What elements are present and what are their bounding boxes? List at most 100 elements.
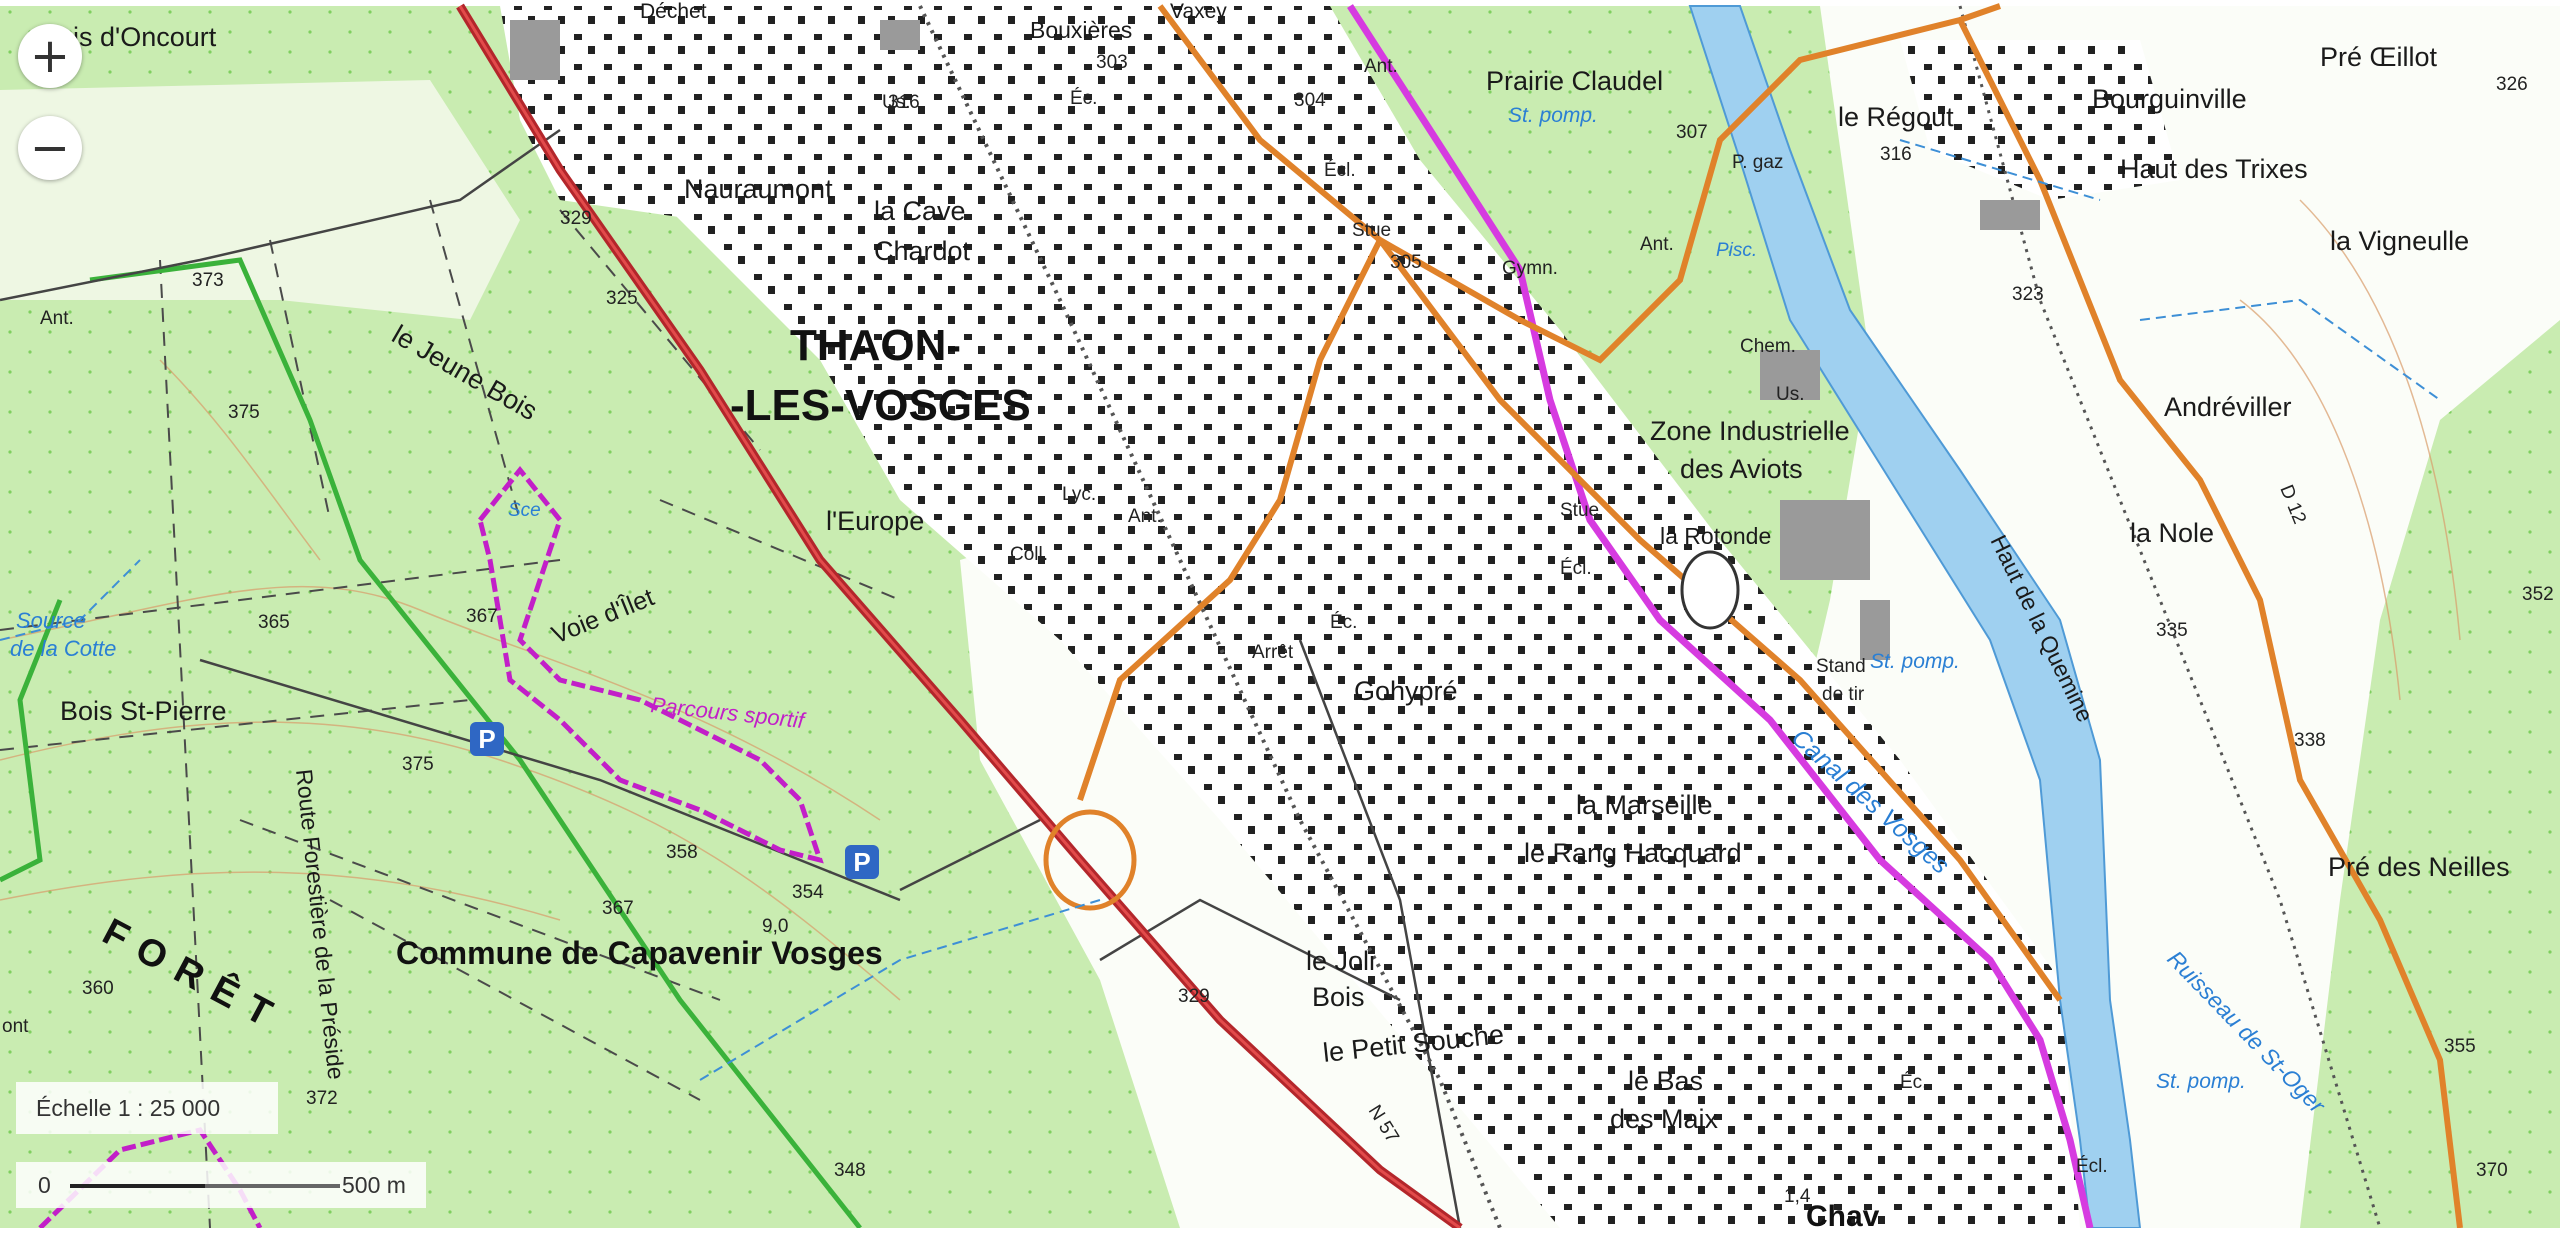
svg-text:304: 304 bbox=[1294, 90, 1326, 111]
svg-text:la Vigneulle: la Vigneulle bbox=[2330, 226, 2469, 256]
svg-text:Éc.: Éc. bbox=[1070, 88, 1097, 109]
svg-text:Pré Œillot: Pré Œillot bbox=[2320, 42, 2438, 72]
canal-des-vosges[interactable] bbox=[1347, 4, 2094, 1229]
urban-area-thaon[interactable] bbox=[560, 6, 2080, 1228]
scale-bar-line bbox=[70, 1184, 340, 1188]
svg-text:Nauraumont: Nauraumont bbox=[684, 174, 833, 204]
svg-text:355: 355 bbox=[2444, 1036, 2476, 1057]
scale-ratio-label: Échelle 1 : 25 000 bbox=[36, 1094, 221, 1121]
svg-text:Arrêt: Arrêt bbox=[1252, 642, 1294, 663]
local-roads[interactable] bbox=[0, 128, 1462, 1229]
scale-bar-end: 500 m bbox=[342, 1172, 406, 1198]
svg-text:325: 325 bbox=[606, 288, 638, 309]
svg-text:335: 335 bbox=[2156, 620, 2188, 641]
parking-marker-1[interactable]: P bbox=[470, 722, 504, 756]
svg-text:St. pomp.: St. pomp. bbox=[2156, 1070, 2246, 1093]
open-field-west bbox=[0, 80, 520, 320]
zoom-in-button[interactable]: + bbox=[18, 24, 82, 88]
svg-text:338: 338 bbox=[2294, 730, 2326, 751]
scale-ratio: Échelle 1 : 25 000 bbox=[16, 1082, 278, 1134]
svg-text:307: 307 bbox=[1676, 122, 1708, 143]
svg-text:des Aviots: des Aviots bbox=[1680, 454, 1803, 484]
svg-text:316: 316 bbox=[888, 92, 920, 113]
interchange[interactable] bbox=[1043, 809, 1137, 911]
svg-text:Bouxières: Bouxières bbox=[1030, 17, 1132, 43]
svg-text:le Bas: le Bas bbox=[1628, 1066, 1703, 1096]
svg-text:Sce: Sce bbox=[508, 500, 541, 521]
svg-text:P: P bbox=[853, 847, 870, 877]
svg-text:P. gaz: P. gaz bbox=[1732, 152, 1783, 173]
svg-text:367: 367 bbox=[466, 606, 498, 627]
svg-text:367: 367 bbox=[602, 898, 634, 919]
svg-text:Écl.: Écl. bbox=[2076, 1156, 2108, 1177]
town-label-line1: THAON- bbox=[790, 321, 961, 370]
map-bottom-band bbox=[0, 1228, 2560, 1238]
svg-text:Zone Industrielle: Zone Industrielle bbox=[1650, 416, 1850, 446]
svg-text:Lyc.: Lyc. bbox=[1062, 484, 1096, 505]
svg-text:le Régout: le Régout bbox=[1838, 102, 1954, 132]
scale-bar-start: 0 bbox=[38, 1172, 51, 1198]
svg-text:370: 370 bbox=[2476, 1160, 2508, 1181]
svg-text:1,4: 1,4 bbox=[1784, 1186, 1811, 1207]
svg-text:375: 375 bbox=[402, 754, 434, 775]
svg-text:P: P bbox=[478, 724, 495, 754]
svg-text:Éc.: Éc. bbox=[1900, 1072, 1927, 1093]
abbreviation-labels: Us. Us. Éc. Éc. Éc. Écl. Écl. Écl. Lyc. … bbox=[2, 56, 2310, 1207]
svg-text:de la Cotte: de la Cotte bbox=[10, 636, 116, 661]
svg-text:Us.: Us. bbox=[882, 92, 911, 113]
streams bbox=[0, 139, 2441, 1081]
stadium[interactable] bbox=[1680, 550, 1740, 630]
svg-text:le Rang Hacquard: le Rang Hacquard bbox=[1524, 838, 1742, 868]
svg-text:Écl.: Écl. bbox=[1560, 558, 1592, 579]
svg-text:365: 365 bbox=[258, 612, 290, 633]
svg-text:360: 360 bbox=[82, 978, 114, 999]
svg-text:Ant.: Ant. bbox=[1128, 506, 1162, 527]
parking-marker-2[interactable]: P bbox=[845, 845, 879, 879]
contour-lines bbox=[0, 199, 2461, 1001]
svg-text:Déchet: Déchet bbox=[640, 0, 707, 23]
plus-icon: + bbox=[29, 28, 71, 84]
svg-text:des Maix: des Maix bbox=[1610, 1104, 1719, 1134]
svg-text:St. pomp.: St. pomp. bbox=[1870, 650, 1960, 673]
svg-text:Stand: Stand bbox=[1816, 656, 1866, 677]
town-label-line2: -LES-VOSGES bbox=[730, 381, 1031, 430]
parcours-sportif-trail[interactable] bbox=[477, 465, 824, 864]
svg-text:la Rotonde: la Rotonde bbox=[1660, 523, 1771, 549]
zoom-out-button[interactable]: − bbox=[18, 116, 82, 180]
forest-parcel-lines bbox=[0, 199, 901, 1229]
urban-area-west[interactable] bbox=[500, 6, 760, 220]
svg-text:l'Europe: l'Europe bbox=[826, 506, 924, 536]
svg-text:le Joli: le Joli bbox=[1306, 946, 1375, 976]
svg-text:Pré des Neilles: Pré des Neilles bbox=[2328, 852, 2510, 882]
svg-text:Stue: Stue bbox=[1352, 220, 1391, 241]
svg-text:Chav: Chav bbox=[1806, 1200, 1880, 1233]
svg-text:316: 316 bbox=[1880, 144, 1912, 165]
industrial-buildings[interactable] bbox=[510, 20, 2040, 660]
svg-text:Chardot: Chardot bbox=[874, 236, 971, 266]
svg-text:Source: Source bbox=[16, 608, 86, 633]
svg-text:354: 354 bbox=[792, 882, 824, 903]
commune-label: Commune de Capavenir Vosges bbox=[396, 935, 883, 971]
svg-text:la Nole: la Nole bbox=[2130, 518, 2214, 548]
scale-bar: 0 500 m bbox=[16, 1162, 426, 1208]
svg-text:329: 329 bbox=[560, 208, 592, 229]
highway-n57-casing bbox=[458, 5, 1461, 1230]
svg-text:352: 352 bbox=[2522, 584, 2554, 605]
svg-text:329: 329 bbox=[1178, 986, 1210, 1007]
svg-text:la Marseille: la Marseille bbox=[1576, 790, 1713, 820]
svg-text:Coll.: Coll. bbox=[1010, 544, 1048, 565]
railway[interactable] bbox=[918, 5, 1502, 1229]
elevation-labels: 316 329 325 373 375 365 367 375 358 354 … bbox=[82, 52, 2554, 1181]
minus-icon: − bbox=[29, 120, 71, 176]
svg-text:348: 348 bbox=[834, 1160, 866, 1181]
svg-text:323: 323 bbox=[2012, 284, 2044, 305]
svg-text:la Cave: la Cave bbox=[874, 196, 966, 226]
svg-text:Andréviller: Andréviller bbox=[2164, 392, 2292, 422]
svg-text:326: 326 bbox=[2496, 74, 2528, 95]
svg-text:358: 358 bbox=[666, 842, 698, 863]
svg-text:Haut des Trixes: Haut des Trixes bbox=[2120, 154, 2308, 184]
svg-text:de tir: de tir bbox=[1822, 684, 1865, 705]
svg-text:Éc.: Éc. bbox=[1330, 612, 1357, 633]
